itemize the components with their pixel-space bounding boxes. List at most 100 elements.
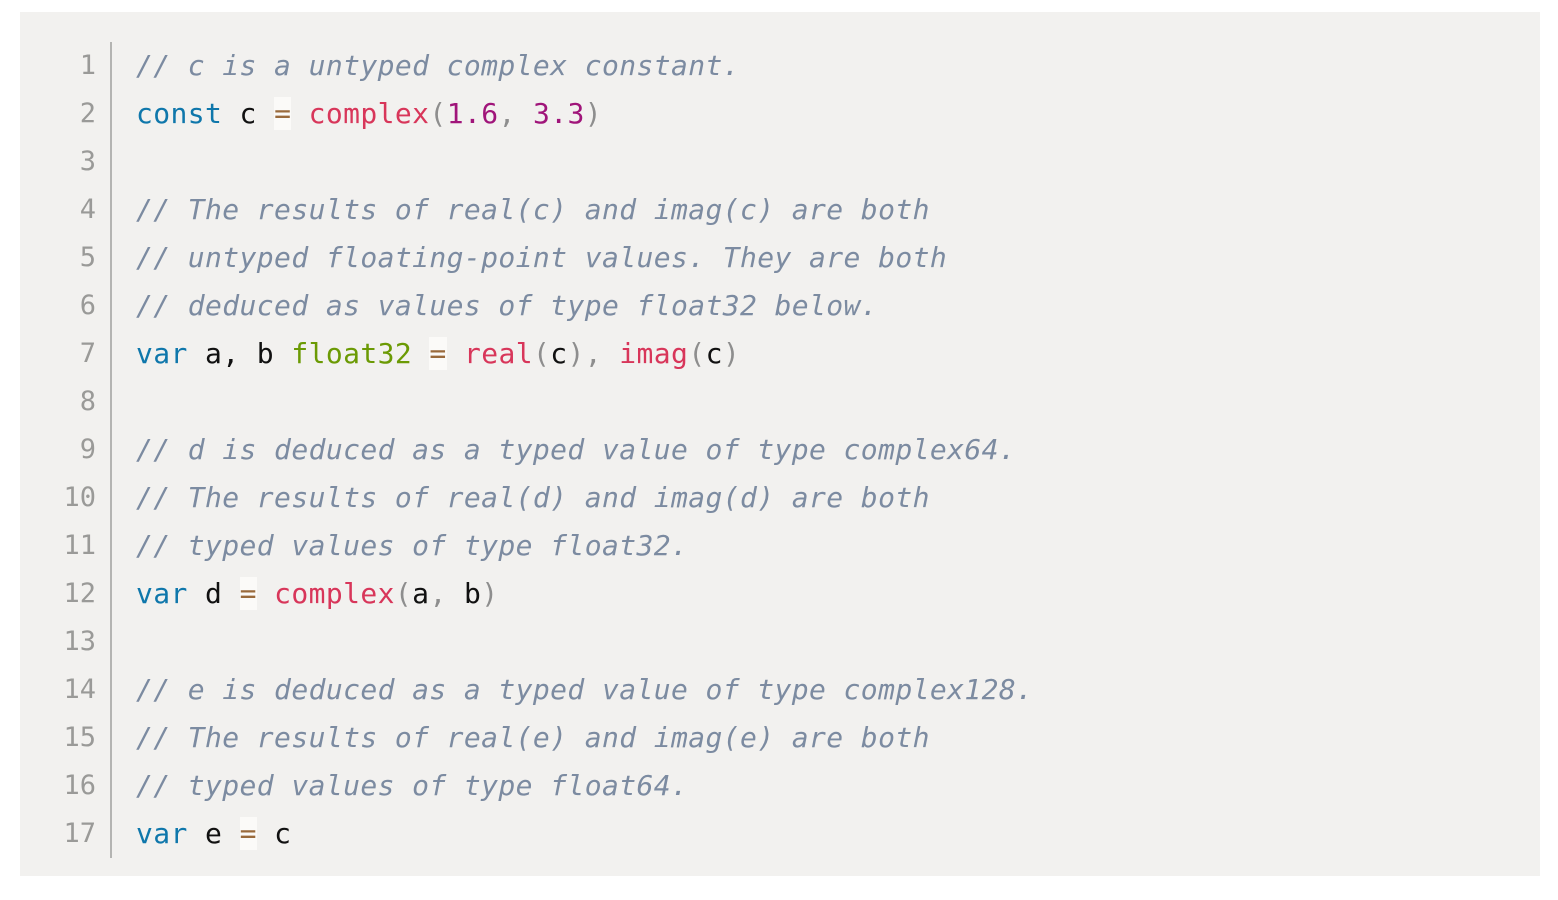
line-number: 6 <box>20 282 112 330</box>
line-number: 5 <box>20 234 112 282</box>
token-plain: c <box>550 337 568 370</box>
line-number: 4 <box>20 186 112 234</box>
token-plain: e <box>187 817 240 850</box>
token-comment: // The results of real(c) and imag(c) ar… <box>136 193 930 226</box>
code-line-content[interactable]: // typed values of type float64. <box>111 762 1540 810</box>
token-punct: ) <box>584 97 603 130</box>
empty-line <box>136 145 153 178</box>
code-line-content[interactable]: // d is deduced as a typed value of type… <box>111 426 1540 474</box>
line-number: 13 <box>20 618 112 666</box>
line-number: 1 <box>20 42 112 90</box>
token-comment: // The results of real(d) and imag(d) ar… <box>136 481 930 514</box>
code-line-content[interactable]: var d = complex(a, b) <box>111 570 1540 618</box>
token-punct: ( <box>688 337 706 370</box>
token-comment: // The results of real(e) and imag(e) ar… <box>136 721 930 754</box>
token-comment: // e is deduced as a typed value of type… <box>136 673 1034 706</box>
token-keyword: var <box>136 817 188 850</box>
token-plain: c <box>222 97 275 130</box>
token-plain <box>412 337 429 370</box>
code-line: 14// e is deduced as a typed value of ty… <box>20 666 1540 714</box>
code-line: 15 // The results of real(e) and imag(e) … <box>20 714 1540 762</box>
token-keyword: var <box>136 577 188 610</box>
code-line-content[interactable]: // c is a untyped complex constant. <box>111 42 1540 90</box>
token-plain: d <box>187 577 240 610</box>
line-number: 12 <box>20 570 112 618</box>
code-line: 10 // The results of real(d) and imag(d) … <box>20 474 1540 522</box>
token-func: complex <box>308 97 430 130</box>
token-punct: , <box>498 97 533 130</box>
token-comment: // d is deduced as a typed value of type… <box>136 433 1017 466</box>
code-line-content[interactable]: // typed values of type float32. <box>111 522 1540 570</box>
code-line: 1 // c is a untyped complex constant. <box>20 42 1540 90</box>
line-number: 16 <box>20 762 112 810</box>
code-line: 6 // deduced as values of type float32 be… <box>20 282 1540 330</box>
code-line-content[interactable]: // The results of real(e) and imag(e) ar… <box>111 714 1540 762</box>
token-type: float32 <box>291 337 413 370</box>
token-number: 1.6 <box>446 97 499 130</box>
token-op: = <box>429 337 447 370</box>
code-line-content[interactable]: const c = complex(1.6, 3.3) <box>111 90 1540 138</box>
line-number: 10 <box>20 474 112 522</box>
token-keyword: const <box>136 97 223 130</box>
token-punct: ), <box>567 337 620 370</box>
code-line: 5 // untyped floating-point values. They … <box>20 234 1540 282</box>
empty-line <box>136 385 153 418</box>
token-punct: , <box>429 577 464 610</box>
token-comment: // deduced as values of type float32 bel… <box>136 289 879 322</box>
line-number: 3 <box>20 138 112 186</box>
code-line: 16 // typed values of type float64. <box>20 762 1540 810</box>
token-plain <box>257 577 274 610</box>
token-plain: a, b <box>187 337 292 370</box>
token-comment: // typed values of type float64. <box>136 769 689 802</box>
code-line-content[interactable] <box>111 378 1540 426</box>
token-plain: c <box>274 817 292 850</box>
empty-line <box>136 625 153 658</box>
token-punct: ) <box>722 337 741 370</box>
code-line-content[interactable]: // untyped floating-point values. They a… <box>111 234 1540 282</box>
token-op: = <box>274 97 292 130</box>
token-comment: // c is a untyped complex constant. <box>136 49 741 82</box>
token-comment: // untyped floating-point values. They a… <box>136 241 948 274</box>
line-number: 15 <box>20 714 112 762</box>
token-comment: // typed values of type float32. <box>136 529 689 562</box>
code-line-content[interactable]: var e = c <box>111 810 1540 858</box>
token-op: = <box>239 577 257 610</box>
line-number: 7 <box>20 330 112 378</box>
line-number: 11 <box>20 522 112 570</box>
line-number: 9 <box>20 426 112 474</box>
token-plain <box>257 817 274 850</box>
token-func: imag <box>619 337 689 370</box>
token-op: = <box>239 817 257 850</box>
line-number: 2 <box>20 90 112 138</box>
code-line: 4 // The results of real(c) and imag(c) a… <box>20 186 1540 234</box>
token-plain: a <box>412 577 430 610</box>
code-line: 11 // typed values of type float32. <box>20 522 1540 570</box>
token-punct: ) <box>481 577 499 610</box>
token-number: 3.3 <box>532 97 585 130</box>
line-number: 8 <box>20 378 112 426</box>
line-number: 17 <box>20 810 112 858</box>
token-plain <box>291 97 308 130</box>
token-plain: c <box>705 337 723 370</box>
code-line-content[interactable]: var a, b float32 = real(c), imag(c) <box>111 330 1540 378</box>
code-line-content[interactable]: // e is deduced as a typed value of type… <box>111 666 1540 714</box>
code-line-content[interactable]: // The results of real(d) and imag(d) ar… <box>111 474 1540 522</box>
code-line-content[interactable] <box>111 618 1540 666</box>
code-line-content[interactable]: // The results of real(c) and imag(c) ar… <box>111 186 1540 234</box>
token-plain: b <box>463 577 482 610</box>
code-line-content[interactable]: // deduced as values of type float32 bel… <box>111 282 1540 330</box>
code-line: 9 // d is deduced as a typed value of typ… <box>20 426 1540 474</box>
code-line: 13 <box>20 618 1540 666</box>
code-line: 8 <box>20 378 1540 426</box>
code-line-content[interactable] <box>111 138 1540 186</box>
token-func: complex <box>274 577 395 610</box>
token-punct: ( <box>394 577 413 610</box>
token-punct: ( <box>532 337 551 370</box>
